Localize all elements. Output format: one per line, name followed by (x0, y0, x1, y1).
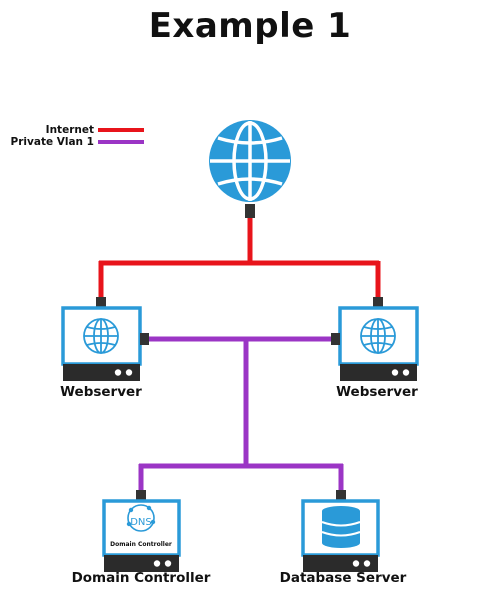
webserver-right-label: Webserver (336, 384, 418, 400)
diagram-title: Example 1 (148, 6, 352, 46)
dns-label: DNS (130, 517, 152, 528)
webserver-right-base (340, 364, 417, 381)
internet-globe (209, 120, 291, 218)
webserver-right-side-port (331, 333, 340, 345)
database-server-label: Database Server (279, 570, 407, 586)
webserver-right-globe-icon (360, 318, 396, 354)
domain-controller-label: Domain Controller (71, 570, 211, 586)
webserver-left-base (63, 364, 140, 381)
legend-item-private-vlan: Private Vlan 1 (0, 136, 150, 148)
legend: Internet Private Vlan 1 (0, 124, 150, 148)
database-icon (321, 506, 361, 548)
domain-controller: DNS Domain Controller (102, 490, 181, 572)
webserver-left-top-port (96, 297, 106, 309)
webserver-right (331, 297, 419, 381)
webserver-left (61, 297, 149, 381)
database-server-top-port (336, 490, 346, 502)
domain-controller-base (104, 555, 179, 572)
webserver-left-side-port (140, 333, 149, 345)
domain-controller-top-port (136, 490, 146, 502)
legend-swatch-internet (98, 128, 144, 132)
legend-label-internet: Internet (45, 124, 94, 136)
legend-swatch-private-vlan (98, 140, 144, 144)
dns-network-icon (126, 504, 156, 532)
legend-item-internet: Internet (0, 124, 150, 136)
webserver-right-top-port (373, 297, 383, 309)
database-server-base (303, 555, 378, 572)
webserver-left-label: Webserver (60, 384, 142, 400)
globe-connector (245, 204, 255, 218)
domain-controller-screen-caption: Domain Controller (110, 541, 172, 548)
legend-label-private-vlan: Private Vlan 1 (10, 136, 94, 148)
webserver-left-globe-icon (83, 318, 119, 354)
database-server (301, 490, 380, 572)
internet-links (98, 216, 381, 298)
private-vlan-links (138, 336, 344, 500)
